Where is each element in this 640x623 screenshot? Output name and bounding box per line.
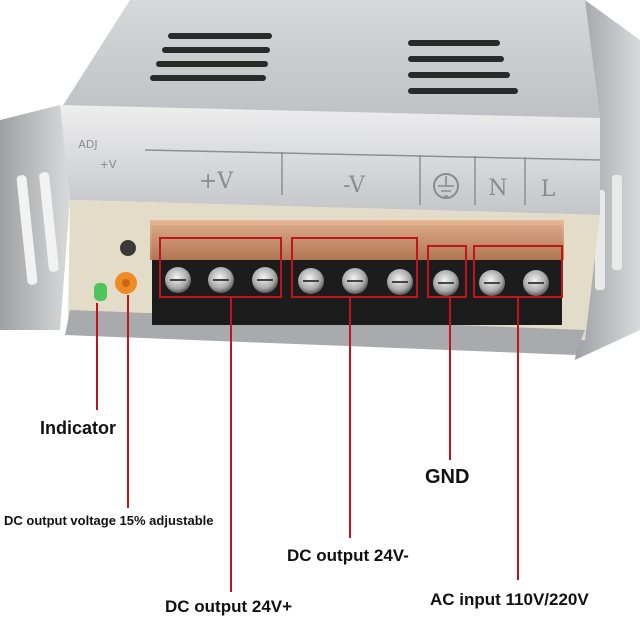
terminal-screws [165, 267, 549, 296]
label-indicator: Indicator [40, 418, 117, 438]
housing-side-left [0, 105, 70, 330]
label-dc-output-positive: DC output 24V+ [165, 597, 293, 616]
vent-slots-left [150, 33, 272, 81]
indicator-led [94, 283, 107, 301]
callout-box-gnd [427, 245, 467, 298]
label-voltage-adjustable: DC output voltage 15% adjustable [4, 513, 214, 528]
label-gnd: GND [425, 466, 470, 488]
mark-l: L [541, 177, 556, 202]
mark-side-plus-v: +V [100, 158, 117, 171]
label-ac-input: AC input 110V/220V [430, 590, 589, 609]
housing-front-lip [58, 105, 600, 215]
mark-minus-v: -V [343, 173, 366, 198]
vent-slots-right [408, 40, 518, 94]
terminal-cover [150, 220, 564, 260]
mark-plus-v: +V [199, 169, 234, 194]
mark-n: N [488, 176, 507, 201]
ground-symbol-icon [433, 173, 459, 199]
callout-box-dc-positive [159, 237, 282, 298]
mark-adj: ADJ [78, 138, 97, 151]
callout-box-dc-negative [291, 237, 418, 298]
label-dc-output-negative: DC output 24V- [287, 546, 409, 565]
housing-top [60, 0, 600, 120]
